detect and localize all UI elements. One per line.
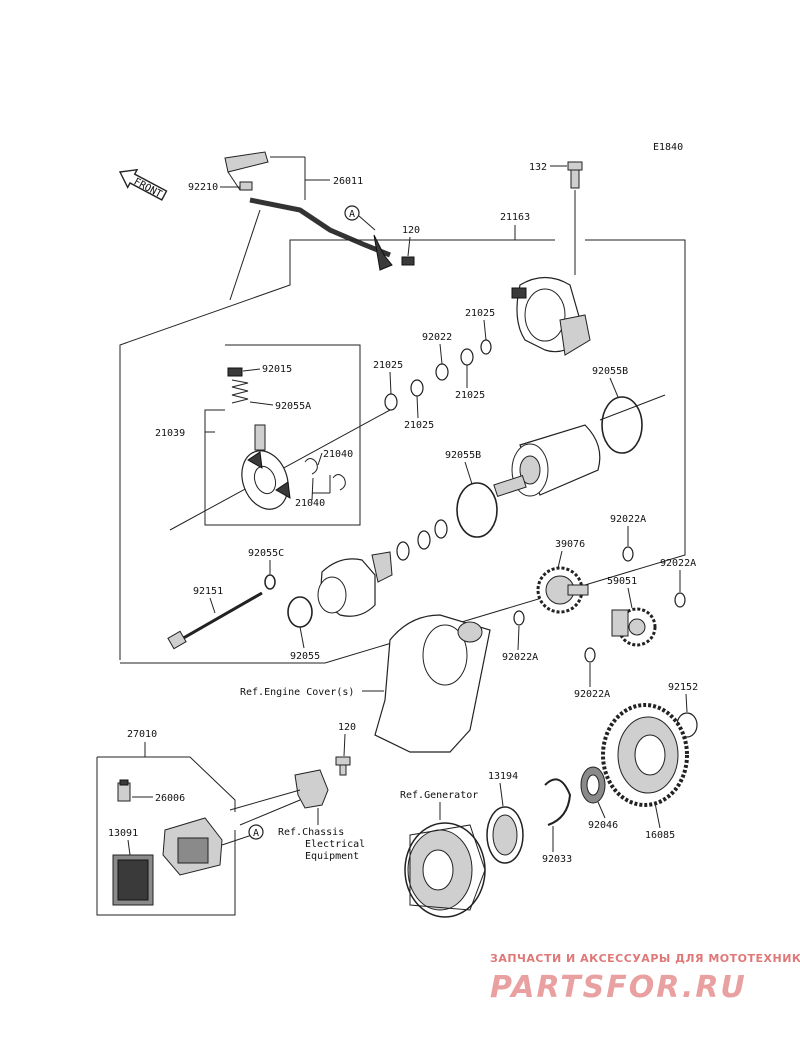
starter-front-cover [317, 551, 393, 617]
relay-holder [162, 817, 223, 876]
brush-spring-21040-a [304, 458, 318, 475]
gear-59051 [611, 607, 657, 647]
o-ring-92055B-top [601, 396, 643, 454]
label-26006: 26006 [155, 793, 185, 804]
label-21040-top: 21040 [323, 449, 353, 460]
label-92022: 92022 [422, 332, 452, 343]
o-ring-92055 [287, 596, 313, 628]
circlip-92033 [544, 778, 572, 826]
ref-engine-cover: Ref.Engine Cover(s) [240, 687, 354, 698]
label-21039: 21039 [155, 428, 185, 439]
label-120-top: 120 [402, 225, 420, 236]
bolt-120-bottom [335, 756, 351, 776]
label-21025-b: 21025 [404, 420, 434, 431]
starter-clutch-gear-16085 [601, 703, 689, 807]
o-ring-92055B-lower [456, 482, 498, 538]
label-21025-c: 21025 [455, 390, 485, 401]
spring-92055A [227, 367, 249, 404]
relay-13091 [112, 854, 154, 906]
label-92022A-b: 92022A [660, 558, 696, 569]
front-label: FRONT [132, 176, 164, 200]
brush-spring-21040-b [332, 474, 346, 491]
watermark-tagline: ЗАПЧАСТИ И АКСЕССУАРЫ ДЛЯ МОТОТЕХНИКИ [490, 952, 800, 965]
label-92152: 92152 [668, 682, 698, 693]
label-16085: 16085 [645, 830, 675, 841]
label-92022A-c: 92022A [502, 652, 538, 663]
starter-cable-26011 [224, 151, 393, 271]
assembly-outline-left [119, 239, 555, 660]
o-ring-92055C [264, 574, 276, 590]
label-92055C: 92055C [248, 548, 284, 559]
label-92022A-a: 92022A [610, 514, 646, 525]
label-92015: 92015 [262, 364, 292, 375]
diagram-code: E1840 [653, 142, 683, 153]
needle-bearing-92046 [580, 766, 606, 804]
chassis-bracket-ref [229, 769, 329, 826]
fuse-26006 [117, 779, 131, 802]
starter-end-cover [511, 276, 591, 356]
label-26011: 26011 [333, 176, 363, 187]
bolt-120-top [401, 256, 415, 266]
label-92055B-lower: 92055B [445, 450, 481, 461]
engine-cover-ref [374, 614, 491, 753]
label-13194: 13194 [488, 771, 518, 782]
callout-a-bottom: A [253, 828, 259, 839]
label-92055B-top: 92055B [592, 366, 628, 377]
gear-39076 [536, 566, 589, 614]
label-92046: 92046 [588, 820, 618, 831]
callout-a-top: A [349, 209, 355, 220]
label-132: 132 [529, 162, 547, 173]
label-21025-d: 21025 [465, 308, 495, 319]
ref-generator: Ref.Generator [400, 790, 478, 801]
bolt-132 [567, 161, 583, 189]
starter-motor-body [493, 424, 601, 497]
label-59051: 59051 [607, 576, 637, 587]
label-92055: 92055 [290, 651, 320, 662]
label-39076: 39076 [555, 539, 585, 550]
label-92210: 92210 [188, 182, 218, 193]
label-92055A: 92055A [275, 401, 311, 412]
label-92033: 92033 [542, 854, 572, 865]
label-21025-a: 21025 [373, 360, 403, 371]
generator-rotor-ref [404, 822, 486, 918]
brush-holder-21039 [241, 424, 291, 510]
label-21040-bottom: 21040 [295, 498, 325, 509]
label-92022A-d: 92022A [574, 689, 610, 700]
ref-chassis-line1: Ref.Chassis [278, 827, 344, 838]
label-27010: 27010 [127, 729, 157, 740]
label-120-bottom: 120 [338, 722, 356, 733]
label-92151: 92151 [193, 586, 223, 597]
ref-chassis-line2: Electrical [305, 839, 365, 850]
label-21163: 21163 [500, 212, 530, 223]
one-way-clutch-13194 [486, 806, 524, 864]
ref-chassis-line3: Equipment [305, 851, 359, 862]
front-arrow-icon: FRONT [118, 168, 168, 201]
watermark-logo: PARTSFOR.RU [490, 970, 747, 1005]
bolt-92151 [167, 591, 263, 650]
label-13091: 13091 [108, 828, 138, 839]
